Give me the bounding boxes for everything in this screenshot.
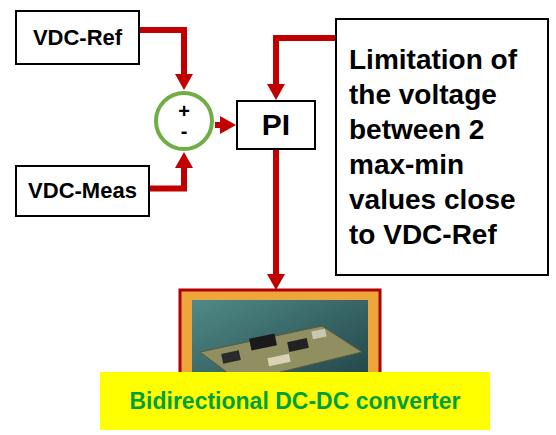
summing-junction: +-: [153, 90, 215, 152]
converter-label: Bidirectional DC-DC converter: [100, 372, 490, 430]
chip: [249, 333, 277, 350]
note-box: Limitation of the voltage between 2 max-…: [335, 18, 549, 276]
summing-circle: [156, 93, 212, 149]
box-label: VDC-Ref: [33, 25, 122, 51]
signal-arrow: [215, 122, 226, 128]
converter-block: Bidirectional DC-DC converter: [100, 290, 490, 430]
sign-label: +: [178, 101, 190, 121]
signal-arrow: [150, 162, 184, 188]
pi-controller-box: PI: [236, 100, 316, 150]
signal-arrow: [140, 30, 184, 80]
sign-label: -: [181, 121, 188, 141]
chip: [287, 338, 309, 352]
component: [311, 329, 326, 340]
component: [267, 354, 290, 366]
chip: [221, 350, 241, 364]
box-label: PI: [262, 108, 290, 142]
signal-arrow: [273, 150, 279, 280]
reference-box: VDC-Ref: [15, 10, 140, 65]
box-label: Limitation of the voltage between 2 max-…: [349, 42, 529, 252]
box-label: VDC-Meas: [28, 178, 137, 204]
measurement-box: VDC-Meas: [15, 165, 150, 217]
signal-arrow: [276, 38, 335, 90]
